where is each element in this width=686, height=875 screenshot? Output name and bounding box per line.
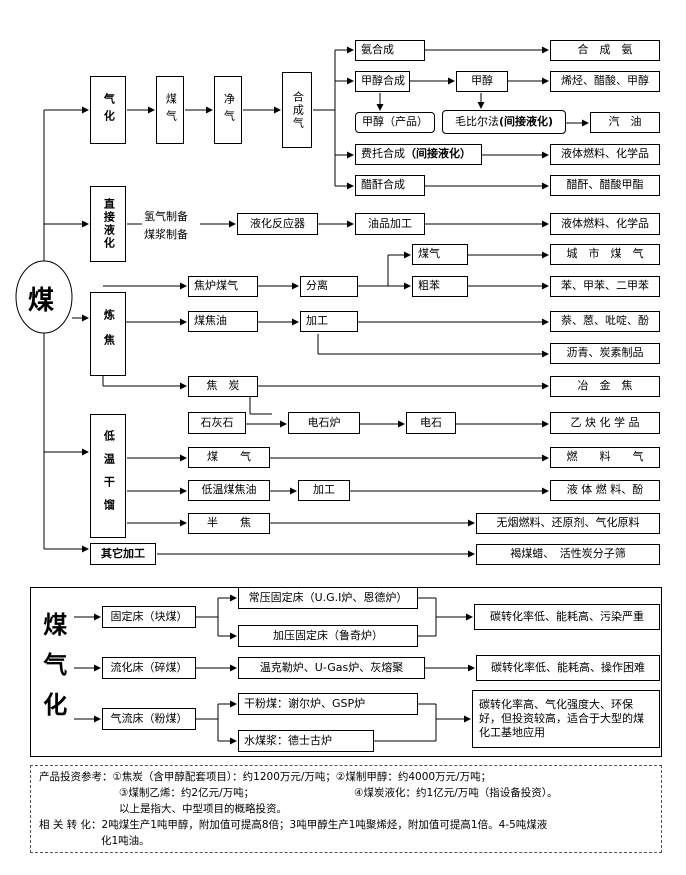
fluidized-result-box: 碳转化率低、能耗高、操作困难 xyxy=(476,655,660,681)
acetylene-chemicals-box: 乙 炔 化 学 品 xyxy=(550,412,660,434)
btx-box: 苯、甲苯、二甲苯 xyxy=(550,276,660,297)
lowtemp-tar-box: 低温煤焦油 xyxy=(188,480,270,501)
fuel-phenol-box: 液 体 燃 料、酚 xyxy=(550,480,660,501)
coal-gas-coking-box: 煤气 xyxy=(412,244,468,265)
notes-line-4: 相 关 转 化：2吨煤生产1吨甲醇，附加值可提高8倍；3吨甲醇生产1吨聚烯烃，附… xyxy=(39,819,548,831)
lowtemp-gas-box: 煤 气 xyxy=(188,447,270,468)
acetic-products-box: 醋酐、醋酸甲酯 xyxy=(550,175,660,196)
coke-oven-gas-box: 焦炉煤气 xyxy=(188,276,258,297)
fixed-bed-box: 固定床（块煤） xyxy=(102,606,196,628)
metallurgical-coke-box: 冶 金 焦 xyxy=(550,376,660,397)
coal-gas-box: 煤气 xyxy=(156,76,184,144)
notes-line-3: 以上是指大、中型项目的概略投资。 xyxy=(119,803,287,815)
coke-box: 焦 炭 xyxy=(188,376,258,397)
coking-box: 炼焦 xyxy=(90,292,126,376)
pressurized-fixed-bed-box: 加压固定床（鲁奇炉） xyxy=(238,625,418,647)
mobil-process-label: 毛比尔法 xyxy=(454,114,499,128)
dry-powder-box: 干粉煤：谢尔炉、GSP炉 xyxy=(238,693,418,715)
notes-line-1: 产品投资参考：①焦炭（含甲醇配套项目）：约1200万元/万吨；②煤制甲醇：约40… xyxy=(39,771,492,783)
direct-liquefaction-box: 直接液化 xyxy=(90,186,126,262)
acetic-anhydride-synthesis-box: 醋酐合成 xyxy=(355,175,425,196)
calcium-carbide-box: 电石 xyxy=(406,412,456,434)
ammonia-synthesis-box: 氨合成 xyxy=(355,40,425,61)
ft-products-box: 液体燃料、化学品 xyxy=(550,144,660,165)
liquefaction-reactor-box: 液化反应器 xyxy=(237,213,318,235)
gasification-box: 气化 xyxy=(90,76,126,144)
slurry-prep-label: 煤浆制备 xyxy=(144,228,188,241)
entrained-result-box: 碳转化率高、气化强度大、环保好，但投资较高，适合于大型的煤化工基地应用 xyxy=(472,690,660,748)
direct-products-box: 液体燃料、化学品 xyxy=(550,213,660,235)
fluidized-bed-box: 流化床（碎煤） xyxy=(102,657,196,679)
ft-label: 费托合成 xyxy=(361,147,405,161)
entrained-flow-box: 气流床（粉煤） xyxy=(102,708,196,730)
semicoke-products-box: 无烟燃料、还原剂、气化原料 xyxy=(476,513,660,534)
fischer-tropsch-box: 费托合成（间接液化） xyxy=(355,144,482,165)
coal-node: 煤 xyxy=(28,286,55,316)
semicoke-box: 半 焦 xyxy=(188,513,270,534)
methanol-box: 甲醇 xyxy=(456,71,508,92)
methanol-product-box: 甲醇（产品） xyxy=(355,112,435,133)
mobil-indirect-label: (间接液化) xyxy=(498,114,554,128)
pitch-carbon-box: 沥青、炭素制品 xyxy=(550,343,660,364)
separation-box: 分离 xyxy=(300,276,358,297)
carbide-furnace-box: 电石炉 xyxy=(288,412,360,434)
other-processing-box: 其它加工 xyxy=(90,543,156,565)
other-products-box: 褐煤蜡、 活性炭分子筛 xyxy=(476,544,660,565)
investment-notes: 产品投资参考：①焦炭（含甲醇配套项目）：约1200万元/万吨；②煤制甲醇：约40… xyxy=(30,765,662,853)
mobil-process-box: 毛比尔法(间接液化) xyxy=(442,110,566,134)
water-slurry-box: 水煤浆：德士古炉 xyxy=(238,730,374,752)
gasifier-title: 煤气化 xyxy=(38,612,67,732)
coal-tar-box: 煤焦油 xyxy=(188,311,258,332)
limestone-box: 石灰石 xyxy=(188,412,246,434)
oil-processing-box: 油品加工 xyxy=(355,213,425,235)
lowtemp-processing-box: 加工 xyxy=(298,480,350,501)
crude-benzene-box: 粗苯 xyxy=(412,276,468,297)
ammonia-box: 合 成 氨 xyxy=(550,40,660,61)
syngas-box: 合成气 xyxy=(282,72,312,148)
ft-indirect-label: （间接液化） xyxy=(405,147,471,161)
city-gas-box: 城 市 煤 气 xyxy=(550,244,660,265)
notes-line-2: ③煤制乙烯：约2亿元/万吨； ④煤炭液化：约1亿元/万吨（指设备投资）。 xyxy=(39,785,653,801)
notes-line-2a: ③煤制乙烯：约2亿元/万吨； xyxy=(119,787,255,799)
hydrogen-prep-label: 氢气制备 xyxy=(144,210,188,223)
fluidized-types-box: 温克勒炉、U-Gas炉、灰熔聚 xyxy=(238,657,425,679)
fixed-bed-result-box: 碳转化率低、能耗高、污染严重 xyxy=(474,604,660,630)
notes-line-5: 化1吨油。 xyxy=(101,835,150,847)
methanol-products-box: 烯烃、醋酸、甲醇 xyxy=(550,71,660,92)
atm-fixed-bed-box: 常压固定床（U.G.I炉、恩德炉） xyxy=(238,587,418,609)
clean-gas-box: 净气 xyxy=(214,76,242,144)
tar-products-box: 萘、蒽、吡啶、酚 xyxy=(550,311,660,332)
low-temp-carbonization-box: 低温干馏 xyxy=(90,414,126,538)
fuel-gas-box: 燃 料 气 xyxy=(550,447,660,468)
tar-processing-box: 加工 xyxy=(300,311,358,332)
methanol-synthesis-box: 甲醇合成 xyxy=(355,71,410,92)
gasoline-box: 汽 油 xyxy=(590,112,660,133)
notes-line-2b: ④煤炭液化：约1亿元/万吨（指设备投资）。 xyxy=(354,787,558,799)
